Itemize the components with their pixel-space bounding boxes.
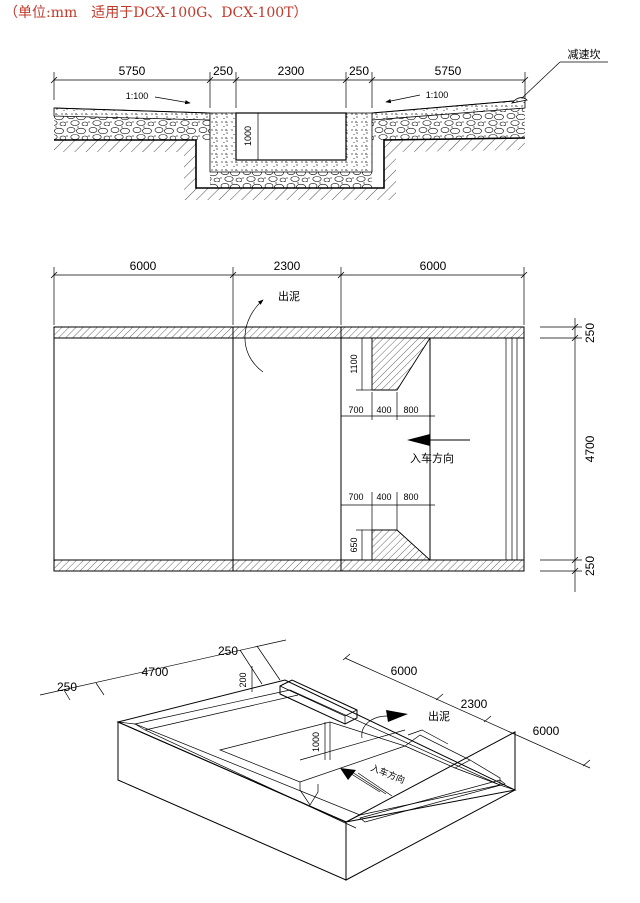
plan-dim-400-upper: 400 — [376, 405, 391, 415]
plan-ramp-lower — [371, 529, 432, 561]
iso-direction-label: 入车方向 — [369, 762, 407, 786]
section-ground-hatch — [54, 138, 525, 200]
plan-dim-250-bottom: 250 — [583, 556, 597, 576]
plan-wall-bottom — [53, 559, 525, 572]
plan-direction-label: 入车方向 — [410, 451, 454, 465]
plan-dim-800-upper: 800 — [403, 405, 418, 415]
slope-left-label: 1:100 — [126, 91, 149, 101]
plan-dim-2300: 2300 — [274, 259, 301, 273]
iso-dim-250-left: 250 — [57, 680, 77, 694]
plan-dim-6000-right: 6000 — [420, 259, 447, 273]
section-view: 5750 250 2300 250 5750 减速坎 1:100 1:100 — [50, 48, 608, 200]
iso-dim-6000-b: 6000 — [533, 724, 560, 738]
section-dim-5750-right: 5750 — [435, 64, 462, 78]
plan-dim-250-top: 250 — [583, 323, 597, 343]
iso-dim-4700: 4700 — [142, 665, 169, 679]
plan-dim-1100: 1100 — [349, 354, 359, 373]
plan-wall-top — [53, 326, 525, 339]
iso-mud-label: 出泥 — [428, 709, 450, 723]
page-title: （单位:mm 适用于DCX-100G、DCX-100T） — [4, 5, 308, 21]
section-dim-250-left: 250 — [213, 64, 233, 78]
iso-right-ramp — [404, 729, 471, 769]
plan-ramp-upper — [360, 337, 431, 391]
iso-dim-200: 200 — [238, 672, 248, 687]
section-pit-opening — [235, 112, 347, 161]
plan-view: 6000 2300 6000 出泥 1100 — [50, 259, 597, 592]
iso-dim-250-top: 250 — [218, 644, 238, 658]
section-dim-5750-left: 5750 — [119, 64, 146, 78]
plan-dim-650: 650 — [349, 537, 359, 552]
plan-dim-700-lower: 700 — [348, 492, 363, 502]
plan-dim-800-lower: 800 — [403, 492, 418, 502]
section-gravel-fill — [54, 100, 525, 188]
speed-bump-label: 减速坎 — [568, 48, 601, 61]
speed-bump — [510, 97, 528, 104]
section-surface-line — [53, 99, 526, 114]
plan-dim-400-lower: 400 — [376, 492, 391, 502]
section-dimension-line — [50, 72, 529, 108]
section-dim-2300: 2300 — [278, 64, 305, 78]
iso-direction-arrow — [340, 768, 393, 797]
section-dim-250-right: 250 — [349, 64, 369, 78]
iso-dim-2300: 2300 — [461, 697, 488, 711]
iso-speed-bump — [279, 679, 358, 725]
iso-dim-1000: 1000 — [311, 732, 321, 752]
plan-dim-4700: 4700 — [583, 435, 597, 462]
plan-dim-6000-left: 6000 — [130, 259, 157, 273]
iso-dim-6000-a: 6000 — [391, 664, 418, 678]
pit-depth-label: 1000 — [243, 126, 253, 146]
plan-mud-label: 出泥 — [278, 289, 300, 303]
isometric-view: 250 4700 250 200 6000 2300 6000 1000 出泥 … — [39, 639, 591, 881]
plan-dim-700-upper: 700 — [348, 405, 363, 415]
slope-right-label: 1:100 — [426, 90, 449, 100]
